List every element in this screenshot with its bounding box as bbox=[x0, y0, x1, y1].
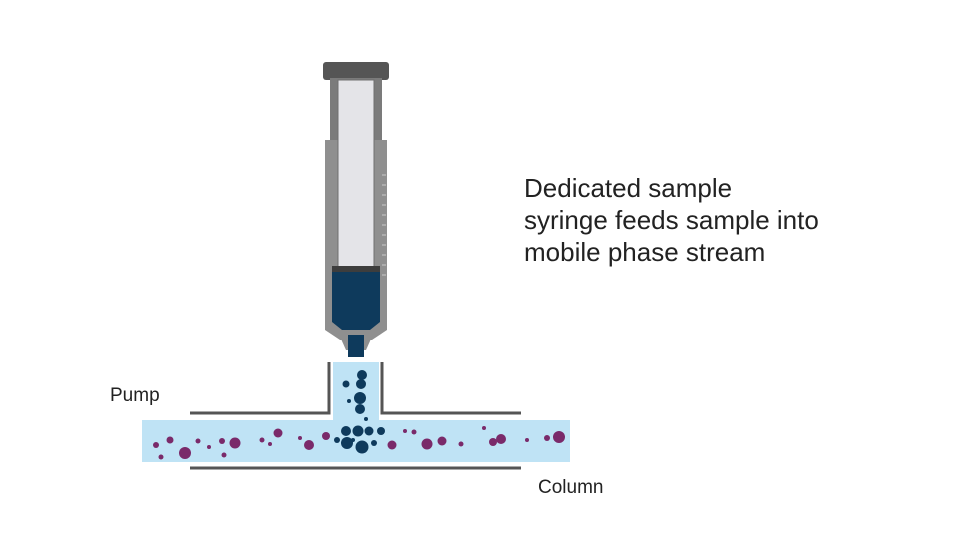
caption-line-3: mobile phase stream bbox=[524, 237, 766, 267]
caption-line-2: syringe feeds sample into bbox=[524, 205, 819, 235]
pump-label: Pump bbox=[110, 385, 160, 406]
tubing-walls bbox=[190, 362, 521, 470]
plunger-inner bbox=[338, 80, 374, 268]
mobile-phase-particles bbox=[153, 426, 565, 460]
injection-channel bbox=[333, 362, 379, 422]
graduation-marks bbox=[382, 174, 386, 276]
diagram-caption: Dedicated sample syringe feeds sample in… bbox=[524, 172, 924, 268]
column-label: Column bbox=[538, 477, 604, 498]
plunger-cap bbox=[323, 62, 389, 80]
tee-junction bbox=[142, 362, 570, 470]
caption-line-1: Dedicated sample bbox=[524, 173, 733, 203]
syringe bbox=[323, 62, 389, 357]
sample-particles bbox=[334, 370, 385, 454]
plunger-seal bbox=[332, 266, 380, 272]
needle bbox=[348, 335, 364, 357]
sample-in-syringe bbox=[332, 272, 380, 330]
